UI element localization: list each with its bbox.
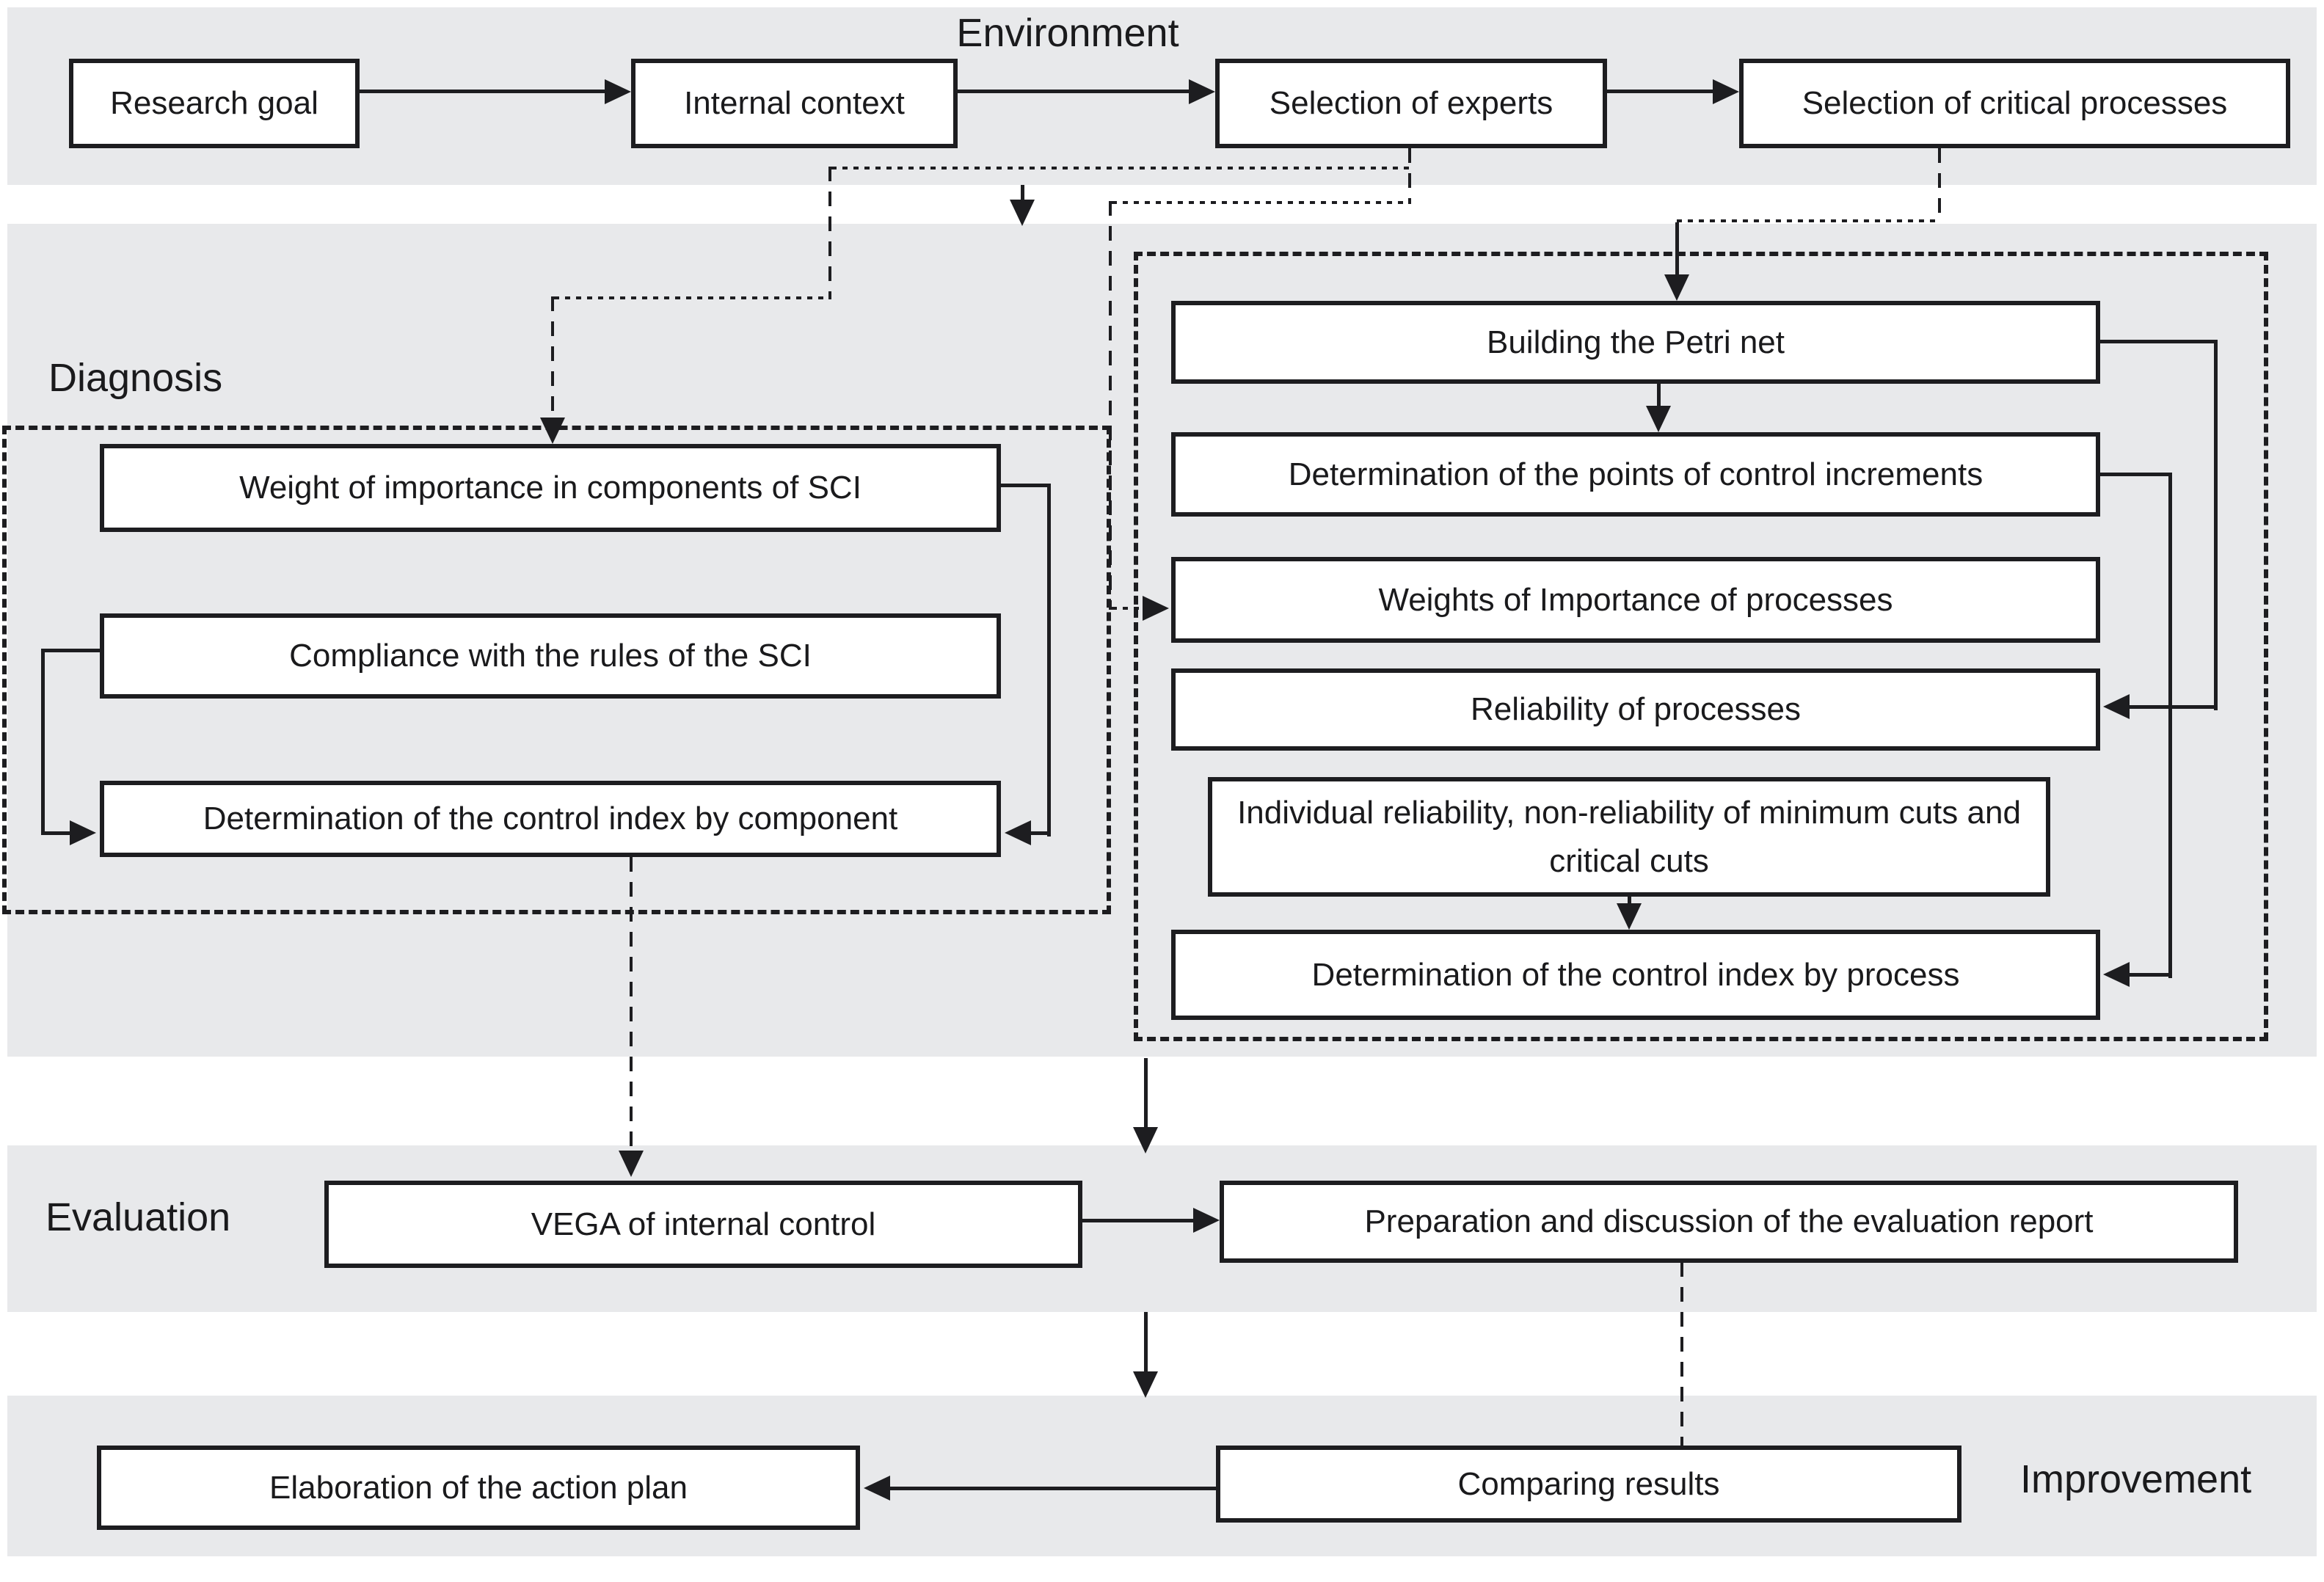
- box-building-petri-net: Building the Petri net: [1171, 301, 2100, 384]
- box-points-of-control-increments: Determination of the points of control i…: [1171, 432, 2100, 517]
- box-control-index-by-process: Determination of the control index by pr…: [1171, 930, 2100, 1020]
- arrow-experts-to-critical-processes: [1607, 90, 1713, 93]
- arrow-petri-to-points: [1657, 384, 1661, 409]
- arrowhead-into-control-index-component-right: [1005, 820, 1031, 845]
- arrowhead-into-petri-net: [1664, 274, 1689, 301]
- arrowhead-into-control-index-component-left: [70, 820, 96, 845]
- arrowhead-into-control-index-by-process-right: [2103, 962, 2130, 987]
- arrow-environment-to-diagnosis: [1021, 185, 1024, 203]
- box-weights-of-importance-processes: Weights of Importance of processes: [1171, 557, 2100, 643]
- arrowhead-experts-to-critical-processes: [1713, 79, 1739, 104]
- dashed-critical-processes-drop: [1938, 148, 1941, 222]
- dashed-into-sci-group: [551, 296, 554, 418]
- loop-points-in: [2127, 973, 2172, 977]
- loop-weight-out: [1001, 484, 1051, 487]
- dashed-drop-to-weights: [1109, 201, 1112, 610]
- box-vega: VEGA of internal control: [324, 1181, 1082, 1268]
- box-selection-of-critical-processes: Selection of critical processes: [1739, 59, 2290, 148]
- diagnosis-process-group: [1134, 252, 2268, 1041]
- dashed-left-drop-1: [828, 167, 831, 299]
- loop-petri-in: [2127, 705, 2218, 709]
- box-compliance-rules: Compliance with the rules of the SCI: [100, 613, 1001, 699]
- arrow-diagnosis-to-evaluation: [1144, 1058, 1148, 1127]
- box-research-goal: Research goal: [69, 59, 360, 148]
- diagnosis-label: Diagnosis: [48, 356, 223, 400]
- loop-compliance-down: [41, 649, 45, 835]
- box-internal-context: Internal context: [631, 59, 958, 148]
- loop-weight-in: [1027, 831, 1051, 835]
- environment-label: Environment: [956, 11, 1179, 55]
- loop-compliance-in: [41, 831, 73, 835]
- dotted-experts-to-left-upper: [831, 167, 1410, 170]
- arrow-evaluation-to-improvement: [1144, 1312, 1148, 1372]
- loop-points-out: [2100, 473, 2172, 476]
- arrow-vega-to-preparation: [1082, 1219, 1193, 1222]
- loop-petri-down: [2214, 340, 2218, 710]
- arrowhead-vega-to-preparation: [1193, 1208, 1220, 1233]
- arrow-individual-to-control-index: [1628, 897, 1631, 907]
- box-reliability-of-processes: Reliability of processes: [1171, 668, 2100, 751]
- arrow-research-goal-to-internal-context: [360, 90, 605, 93]
- arrowhead-into-vega: [619, 1151, 644, 1177]
- arrow-comparing-to-action-plan: [890, 1487, 1216, 1490]
- box-action-plan: Elaboration of the action plan: [97, 1446, 860, 1530]
- loop-compliance-out: [41, 649, 100, 652]
- arrow-into-petri-net: [1675, 222, 1679, 277]
- arrowhead-internal-context-to-selection-of-experts: [1189, 79, 1215, 104]
- loop-petri-out: [2100, 340, 2218, 343]
- arrowhead-individual-to-control-index: [1617, 903, 1642, 930]
- dotted-experts-to-left-lower: [1112, 201, 1410, 204]
- dashed-component-to-vega: [630, 857, 633, 1147]
- dashed-experts-drop: [1408, 148, 1411, 204]
- loop-weight-down: [1047, 484, 1051, 836]
- box-weight-of-importance: Weight of importance in components of SC…: [100, 444, 1001, 532]
- dotted-critical-processes-step: [1677, 219, 1941, 222]
- box-selection-of-experts: Selection of experts: [1215, 59, 1607, 148]
- box-individual-reliability: Individual reliability, non-reliability …: [1208, 777, 2050, 897]
- arrowhead-evaluation-to-improvement: [1133, 1371, 1158, 1398]
- arrowhead-into-reliability: [2103, 694, 2130, 719]
- arrowhead-comparing-to-action-plan: [864, 1476, 890, 1501]
- box-control-index-by-component: Determination of the control index by co…: [100, 781, 1001, 857]
- arrowhead-petri-to-points: [1646, 406, 1671, 432]
- box-preparation-report: Preparation and discussion of the evalua…: [1220, 1181, 2238, 1263]
- evaluation-label: Evaluation: [45, 1195, 231, 1239]
- arrowhead-diagnosis-to-evaluation: [1133, 1127, 1158, 1153]
- arrowhead-environment-to-diagnosis: [1010, 200, 1035, 226]
- arrowhead-into-weight-of-importance: [540, 418, 565, 444]
- dotted-into-weights: [1112, 607, 1147, 610]
- dashed-preparation-to-comparing: [1680, 1262, 1683, 1446]
- loop-points-down: [2168, 473, 2172, 978]
- improvement-label: Improvement: [2020, 1457, 2252, 1501]
- arrowhead-into-weights-of-importance-processes: [1143, 596, 1169, 621]
- arrow-internal-context-to-selection-of-experts: [958, 90, 1189, 93]
- dotted-left-step: [554, 296, 831, 299]
- box-comparing-results: Comparing results: [1216, 1446, 1961, 1523]
- arrowhead-research-goal-to-internal-context: [605, 79, 631, 104]
